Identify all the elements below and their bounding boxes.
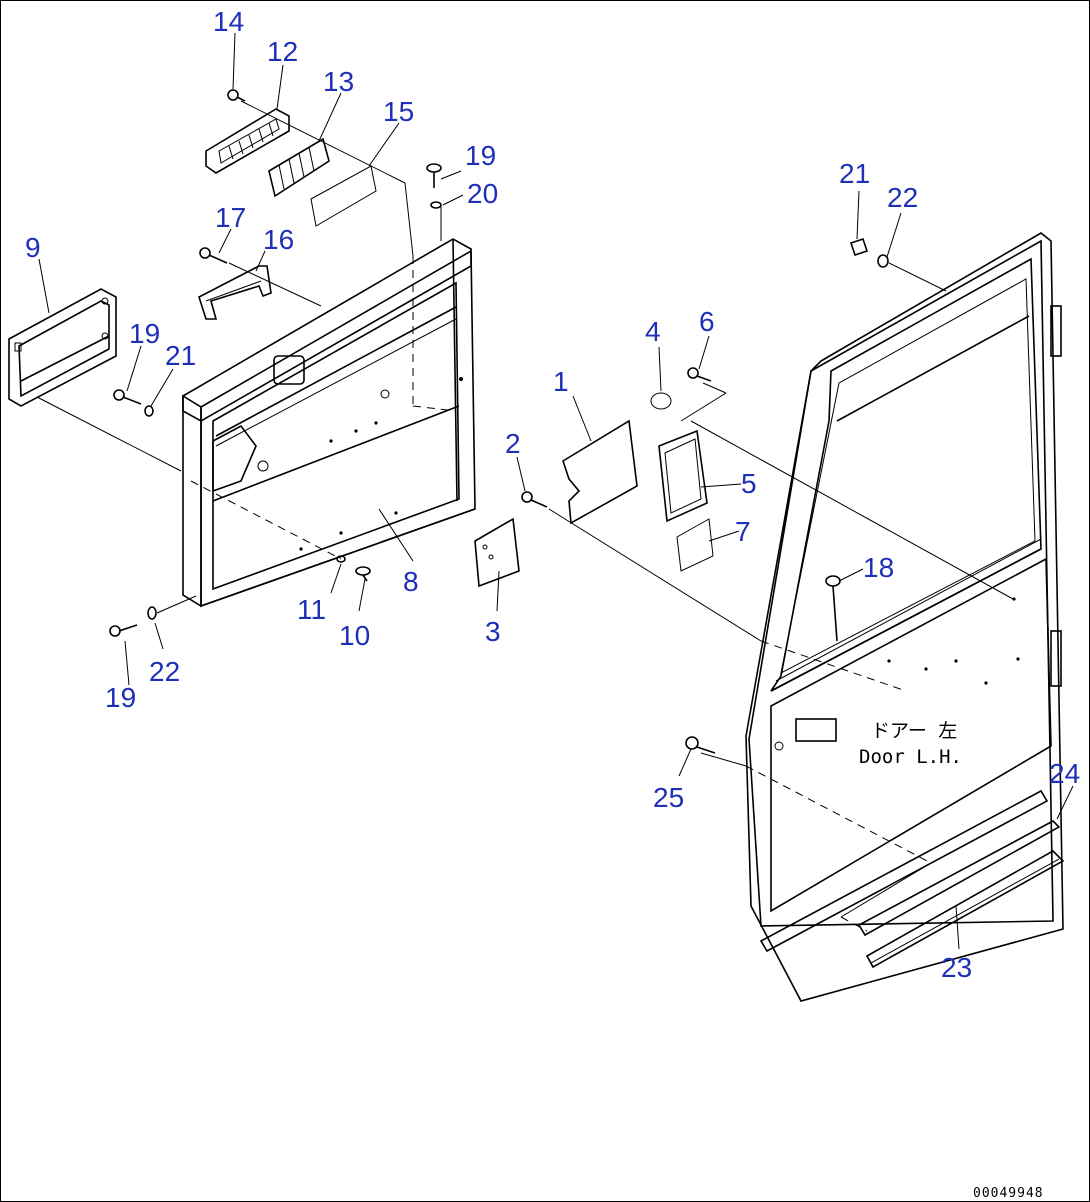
callout-11: 11 xyxy=(297,594,326,625)
callout-22: 22 xyxy=(887,182,918,213)
screw-19-top xyxy=(426,163,442,188)
callout-9: 9 xyxy=(25,232,41,263)
leader-lines xyxy=(36,32,1074,950)
callout-2: 2 xyxy=(505,428,521,459)
bolt-25 xyxy=(685,736,716,754)
washer-22 xyxy=(877,254,889,268)
screw-19-low xyxy=(109,624,138,637)
bolt-18 xyxy=(825,575,841,642)
drawing-code: 00049948 xyxy=(973,1186,1044,1201)
washer-20-mid xyxy=(144,405,154,417)
callout-6: 6 xyxy=(699,306,715,337)
callout-10: 10 xyxy=(339,620,370,651)
air-grille xyxy=(205,108,290,174)
washer-20-low xyxy=(147,606,157,620)
bolt-6 xyxy=(687,367,712,382)
callout-20-mid: 21 xyxy=(165,340,196,371)
callout-19-mid: 19 xyxy=(129,318,160,349)
callout-16: 16 xyxy=(263,224,294,255)
callout-20-top: 20 xyxy=(467,178,498,209)
callout-19-low: 19 xyxy=(105,682,136,713)
callout-21: 21 xyxy=(839,158,870,189)
inner-door-panel xyxy=(182,238,476,608)
bolt-14 xyxy=(227,89,246,102)
speaker-cover-5 xyxy=(658,429,708,523)
callout-25: 25 xyxy=(653,782,684,813)
door-lh xyxy=(745,232,1064,1002)
callout-19-top: 19 xyxy=(465,140,496,171)
callout-24: 24 xyxy=(1049,758,1080,789)
callout-5: 5 xyxy=(741,468,757,499)
callout-12: 12 xyxy=(267,36,298,67)
plug-4 xyxy=(650,392,672,410)
pad-7 xyxy=(676,518,714,572)
bolt-17 xyxy=(199,247,228,264)
rail-23 xyxy=(865,850,1065,969)
callout-13: 13 xyxy=(323,66,354,97)
door-label-japanese: ドアー 左 xyxy=(871,720,957,742)
callout-23: 23 xyxy=(941,952,972,983)
door-pocket xyxy=(8,288,117,407)
weather-strip-24 xyxy=(857,820,1061,937)
clip-11 xyxy=(336,555,346,563)
grille-filter xyxy=(268,137,330,198)
grab-handle xyxy=(198,265,272,320)
callout-17: 17 xyxy=(215,202,246,233)
washer-20-top xyxy=(430,201,442,209)
callout-1: 1 xyxy=(553,366,569,397)
callout-4: 4 xyxy=(645,316,661,347)
caution-label xyxy=(310,165,377,227)
cover-plate-1 xyxy=(562,419,638,525)
screw-19-mid xyxy=(113,389,142,405)
callout-3: 3 xyxy=(485,616,501,647)
callout-8: 8 xyxy=(403,566,419,597)
clip-10 xyxy=(355,566,371,582)
door-label-english: Door L.H. xyxy=(859,746,962,768)
nut-21 xyxy=(849,237,869,257)
callout-20-low: 22 xyxy=(149,656,180,687)
callout-14: 14 xyxy=(213,6,244,37)
callout-15: 15 xyxy=(383,96,414,127)
bracket-3 xyxy=(474,517,520,588)
bolt-2 xyxy=(521,491,548,508)
callout-7: 7 xyxy=(735,516,751,547)
callout-numbers: 14 12 13 15 19 20 17 16 9 19 21 11 10 8 … xyxy=(25,6,1080,983)
callout-18: 18 xyxy=(863,552,894,583)
